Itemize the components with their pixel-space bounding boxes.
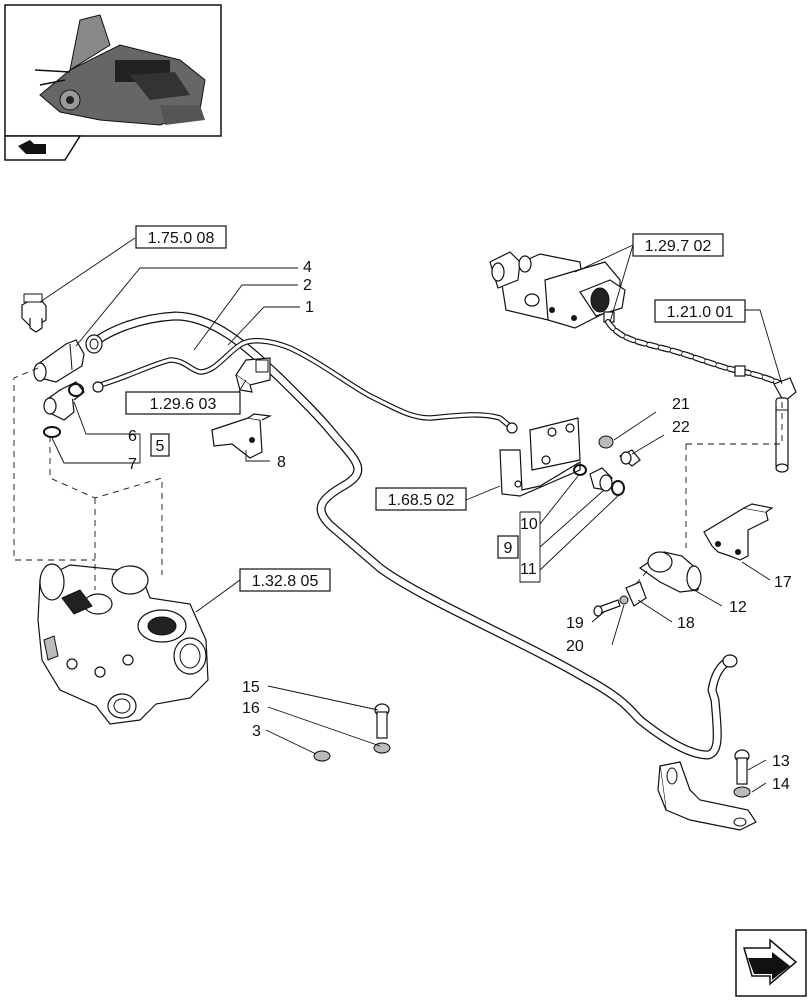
thumbnail-frame	[4, 4, 222, 137]
plug-22	[618, 449, 641, 467]
elbow-fitting	[43, 381, 85, 421]
callout-15: 15	[242, 679, 260, 696]
callout-2: 2	[303, 277, 312, 294]
svg-text:1.29.6 03: 1.29.6 03	[150, 396, 217, 413]
seal-11	[611, 480, 625, 496]
svg-text:1.68.5 02: 1.68.5 02	[388, 492, 455, 509]
pipe-fitting-left	[85, 334, 103, 354]
callout-6: 6	[128, 428, 137, 445]
ref-box-1-68-5-02[interactable]: 1.68.5 02	[375, 487, 467, 511]
leader-lines	[39, 237, 783, 793]
svg-text:1.32.8 05: 1.32.8 05	[252, 573, 319, 590]
callout-13: 13	[772, 753, 790, 770]
hydraulic-housing	[37, 563, 209, 725]
mounting-bracket	[499, 417, 581, 497]
callout-16: 16	[242, 700, 260, 717]
svg-text:5: 5	[156, 438, 165, 455]
callout-19: 19	[566, 615, 584, 632]
callout-3: 3	[252, 723, 261, 740]
next-page-button[interactable]	[735, 929, 807, 997]
washer-10	[573, 464, 587, 476]
pipe-clamp	[235, 357, 271, 393]
adapter-fitting	[33, 339, 85, 383]
callout-10: 10	[520, 516, 538, 533]
ref-box-1-75-0-08[interactable]: 1.75.0 08	[135, 225, 227, 249]
cable-dashed	[605, 319, 785, 387]
callout-box-5: 5	[150, 433, 170, 457]
prev-nav-icon[interactable]	[4, 135, 82, 161]
svg-text:1.21.0 01: 1.21.0 01	[667, 304, 734, 321]
ref-box-1-29-6-03[interactable]: 1.29.6 03	[125, 391, 241, 415]
svg-text:9: 9	[504, 540, 513, 557]
callout-14: 14	[772, 776, 790, 793]
bolt-19	[593, 599, 621, 617]
clip-18	[625, 581, 647, 607]
next-page-arrow-icon	[743, 938, 798, 986]
bracket-17	[703, 503, 774, 561]
callout-numbers: 4 2 1 6 7 8 21 22 10 11 17 12 19 18 20 1…	[128, 259, 792, 793]
callout-4: 4	[303, 259, 312, 276]
callout-11: 11	[520, 561, 537, 578]
callout-box-9: 9	[497, 535, 519, 559]
callout-17: 17	[774, 574, 792, 591]
svg-text:1.75.0 08: 1.75.0 08	[148, 230, 215, 247]
seal-ring-6	[68, 383, 84, 397]
pipe-secondary	[92, 338, 518, 434]
tractor-thumbnail-image	[34, 14, 206, 126]
callout-18: 18	[677, 615, 695, 632]
bolt-15	[374, 703, 390, 739]
pressure-switch	[21, 293, 47, 333]
ref-box-1-21-0-01[interactable]: 1.21.0 01	[654, 299, 746, 323]
union-9	[589, 467, 613, 492]
callout-8: 8	[277, 454, 286, 471]
assembly-lines	[13, 367, 783, 590]
washer-3	[313, 750, 331, 762]
pipe-support-bracket	[657, 761, 757, 831]
callout-7: 7	[128, 456, 137, 473]
elbow-fitting-12	[638, 551, 702, 593]
bracket-8	[211, 413, 273, 459]
washer-14	[733, 786, 751, 798]
speed-sensor	[773, 377, 797, 473]
washer-20	[619, 595, 629, 605]
ref-box-1-32-8-05[interactable]: 1.32.8 05	[239, 568, 331, 592]
seal-ring-7	[43, 426, 61, 438]
callout-1: 1	[305, 299, 314, 316]
ref-box-1-29-7-02[interactable]: 1.29.7 02	[632, 233, 724, 257]
callout-20: 20	[566, 638, 584, 655]
callout-22: 22	[672, 419, 690, 436]
callout-21: 21	[672, 396, 690, 413]
washer-21	[598, 435, 614, 449]
callout-12: 12	[729, 599, 747, 616]
svg-text:1.29.7 02: 1.29.7 02	[645, 238, 712, 255]
valve-block	[489, 251, 626, 329]
bolt-13	[734, 749, 750, 785]
